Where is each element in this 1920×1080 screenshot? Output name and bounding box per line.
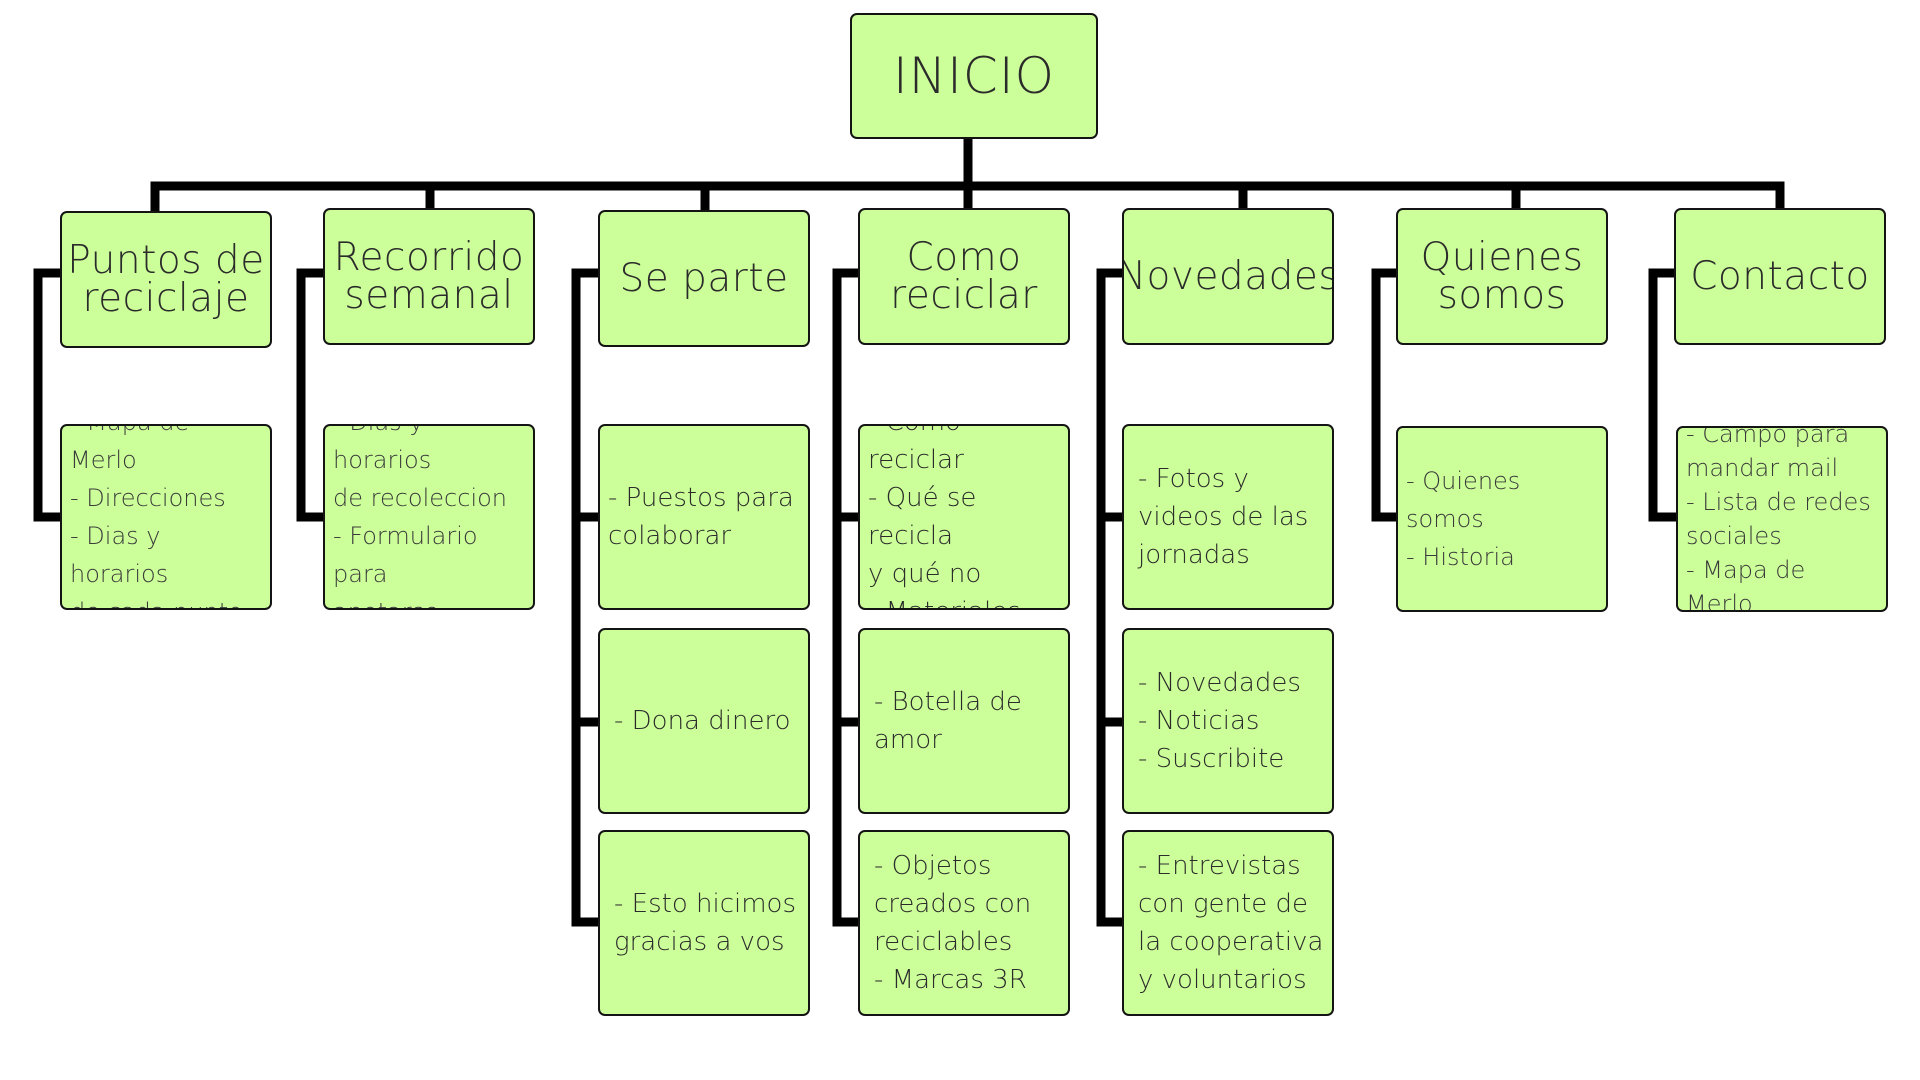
node-objetos-reciclables: - Objetos creados con reciclables - Marc…	[858, 830, 1070, 1016]
node-text: - Dona dinero	[614, 706, 791, 736]
node-text: - Esto hicimos gracias a vos	[614, 889, 796, 957]
node-puntos-detalle: - Mapa de Merlo - Direcciones - Dias y h…	[60, 424, 272, 610]
connector-separte	[571, 268, 605, 927]
node-contacto: Contacto	[1674, 208, 1886, 345]
node-como-reciclar: Como reciclar	[858, 208, 1070, 345]
node-text: - Entrevistas con gente de la cooperativ…	[1138, 851, 1324, 995]
node-inicio: INICIO	[850, 13, 1098, 139]
node-text: - Botella de amor	[874, 687, 1022, 755]
connector-quienes	[1371, 268, 1403, 522]
node-text: - Campo para mandar mail - Lista de rede…	[1686, 426, 1871, 612]
node-quienes-somos: Quienes somos	[1396, 208, 1608, 345]
node-novedades-detalle: - Novedades - Noticias - Suscribite	[1122, 628, 1334, 814]
node-contacto-detalle: - Campo para mandar mail - Lista de rede…	[1676, 426, 1888, 612]
node-como-reciclar-detalle: - Cómo reciclar - Qué se recicla y qué n…	[858, 424, 1070, 610]
node-label: Puntos de reciclaje	[67, 237, 265, 321]
node-text: - Novedades - Noticias - Suscribite	[1138, 668, 1301, 774]
node-text: - Cómo reciclar - Qué se recicla y qué n…	[868, 426, 1021, 608]
node-se-parte: Se parte	[598, 210, 810, 347]
node-recorrido-semanal: Recorrido semanal	[323, 208, 535, 345]
node-text: - Quienes somos - Historia	[1406, 467, 1521, 571]
node-label: Contacto	[1690, 253, 1870, 299]
node-text: - Objetos creados con reciclables - Marc…	[874, 851, 1032, 995]
node-text: - Fotos y videos de las jornadas	[1138, 464, 1309, 570]
connector-recorrido	[296, 268, 330, 522]
node-entrevistas: - Entrevistas con gente de la cooperativ…	[1122, 830, 1334, 1016]
node-label: Recorrido semanal	[333, 234, 525, 318]
connector-root-bus	[150, 133, 1785, 191]
node-label: Novedades	[1122, 253, 1334, 299]
node-recorrido-detalle: - Dias y horarios de recoleccion - Formu…	[323, 424, 535, 610]
node-fotos-y-videos: - Fotos y videos de las jornadas	[1122, 424, 1334, 610]
node-inicio-label: INICIO	[893, 47, 1055, 105]
node-label: Se parte	[619, 255, 789, 301]
connector-novedades	[1096, 268, 1129, 927]
node-puntos-de-reciclaje: Puntos de reciclaje	[60, 211, 272, 348]
node-text: - Puestos para colaborar	[608, 483, 794, 551]
node-quienes-detalle: - Quienes somos - Historia	[1396, 426, 1608, 612]
node-puestos-para-colaborar: - Puestos para colaborar	[598, 424, 810, 610]
node-text: - Mapa de Merlo - Direcciones - Dias y h…	[70, 426, 243, 608]
node-label: Como reciclar	[890, 234, 1038, 318]
connector-contacto	[1648, 268, 1681, 522]
node-label: Quienes somos	[1420, 234, 1584, 318]
node-esto-hicimos: - Esto hicimos gracias a vos	[598, 830, 810, 1016]
node-text: - Dias y horarios de recoleccion - Formu…	[333, 426, 507, 608]
node-dona-dinero: - Dona dinero	[598, 628, 810, 814]
node-novedades: Novedades	[1122, 208, 1334, 345]
node-botella-de-amor: - Botella de amor	[858, 628, 1070, 814]
connector-como	[832, 268, 865, 927]
